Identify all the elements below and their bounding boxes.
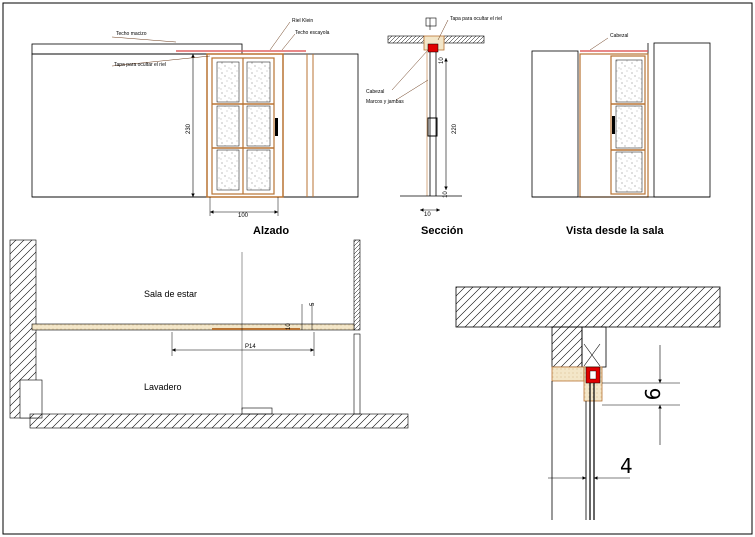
label-cabezal-vista: Cabezal [610, 33, 628, 39]
dim-sec-h: 220 [452, 123, 458, 134]
alzado-ceiling-slab [31, 43, 243, 55]
plan-view: P14 10 5 Sala de estar Lavadero [9, 239, 409, 429]
detail-slab [455, 286, 721, 328]
glass-pane [246, 149, 271, 191]
title-seccion: Sección [421, 225, 463, 237]
glass-pane [246, 61, 271, 103]
plan-wall-right [353, 333, 361, 415]
title-vista: Vista desde la sala [566, 225, 665, 237]
leader-line [281, 33, 296, 51]
glass-pane [216, 61, 240, 103]
plan-wall-left-notch [19, 379, 43, 419]
dim-detail-h: 4 [620, 454, 633, 478]
label-techo-macizo: Techo macizo [116, 31, 147, 37]
detail-box-cross [583, 343, 601, 367]
glass-pane [615, 105, 643, 149]
dim-plan-width: P14 [245, 344, 256, 350]
label-techo-escayola: Techo escayola [295, 30, 330, 36]
leader-line [111, 36, 177, 43]
seccion-handle-icon [427, 117, 438, 137]
label-cabezal-sec: Cabezal [366, 89, 384, 95]
dim-sec-w: 10 [424, 212, 431, 218]
detail-pocket-box [581, 326, 607, 368]
dim-alzado-w: 100 [238, 213, 249, 219]
alzado-view: 230 100 Techo macizo Riel Klein Techo es… [31, 18, 359, 219]
dim-alzado-h: 230 [186, 123, 192, 134]
glass-pane [615, 59, 643, 103]
seccion-slab-left [387, 35, 425, 44]
dim-plan-top: 5 [310, 302, 316, 306]
plan-threshold [241, 407, 273, 415]
leader-line [111, 55, 211, 67]
seccion-slab-right [443, 35, 485, 44]
room-lavadero: Lavadero [144, 382, 182, 392]
plan-wall-bottom [29, 413, 409, 429]
label-riel-klein: Riel Klein [292, 18, 313, 24]
title-alzado: Alzado [253, 225, 289, 237]
label-tapa-ocultar: Tapa para ocultar el riel [114, 62, 166, 68]
vista-wall-right [653, 42, 711, 198]
glass-pane [246, 105, 271, 147]
dim-detail-v: 6 [641, 388, 665, 401]
leader-line [269, 21, 291, 51]
glass-pane [216, 149, 240, 191]
label-tapa-ocultar-sec: Tapa para ocultar el riel [450, 16, 502, 22]
dim-sec-top: 10 [439, 57, 445, 64]
plan-wall-right [353, 239, 361, 331]
dim-plan-small: 10 [286, 323, 292, 330]
alzado-wall [31, 53, 359, 198]
vista-view: Cabezal [531, 33, 711, 198]
dim-box [425, 17, 437, 27]
leader-line [395, 79, 429, 101]
detail-batten [551, 366, 585, 382]
plan-partition [31, 323, 355, 331]
room-sala: Sala de estar [144, 289, 197, 299]
glass-pane [615, 151, 643, 193]
detail-beam [551, 326, 583, 368]
leader-line [589, 37, 609, 51]
dim-sec-bot: 10 [443, 191, 449, 198]
label-marcos-jambas: Marcos y jambas [366, 99, 404, 105]
leader-line [437, 19, 449, 41]
vista-wall-left [531, 50, 579, 198]
glass-pane [216, 105, 240, 147]
alzado-door-frame [206, 53, 284, 198]
door-handle-icon [612, 116, 615, 134]
door-handle-icon [275, 118, 278, 136]
seccion-rail [427, 43, 439, 53]
seccion-view: 220 10 10 10 Tapa para ocultar el riel C… [366, 16, 502, 218]
vista-door-leaf [610, 55, 646, 195]
detail-rail-core [589, 370, 597, 380]
detail-view: 6 4 [455, 286, 721, 520]
leader-line [391, 49, 429, 91]
